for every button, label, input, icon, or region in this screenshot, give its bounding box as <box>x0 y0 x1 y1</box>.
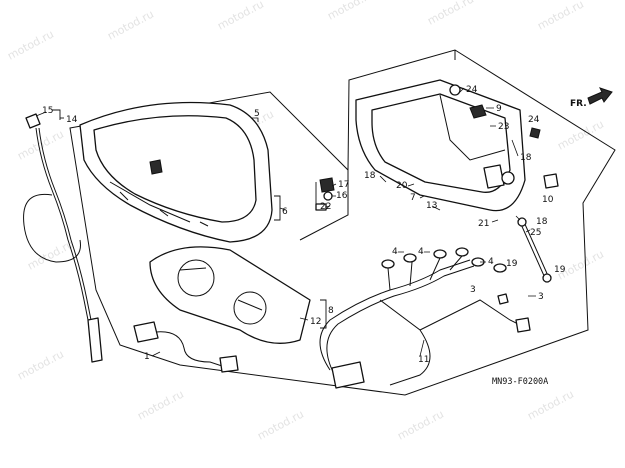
callout-10: 10 <box>542 195 554 205</box>
watermark-text: motod.ru <box>325 0 376 23</box>
callout-24-right: 24 <box>528 115 540 125</box>
callout-18-right: 18 <box>520 153 532 163</box>
callout-5: 5 <box>254 109 260 119</box>
callout-20: 20 <box>396 181 408 191</box>
callout-16: 16 <box>336 191 348 201</box>
callout-25: 25 <box>530 228 541 238</box>
watermark-text: motod.ru <box>215 0 266 33</box>
callout-24-top: 24 <box>466 85 478 95</box>
sub-harness <box>133 321 239 373</box>
callout-3-b: 3 <box>538 292 544 302</box>
meter-panel <box>149 246 311 344</box>
callout-13: 13 <box>426 201 437 211</box>
callout-21: 21 <box>478 219 489 229</box>
callout-11: 11 <box>418 355 429 365</box>
bulb-10 <box>543 173 559 189</box>
callout-14: 14 <box>66 115 78 125</box>
watermark-text: motod.ru <box>15 347 66 382</box>
callout-19-left: 19 <box>506 259 518 269</box>
watermark-text: motod.ru <box>135 387 186 422</box>
callout-7: 7 <box>410 193 416 203</box>
meter-cover <box>79 101 273 243</box>
callout-brackets <box>35 87 536 357</box>
callout-15: 15 <box>42 106 53 116</box>
callout-3-a: 3 <box>470 285 476 295</box>
callout-17: 17 <box>338 180 349 190</box>
callout-19-right: 19 <box>554 265 566 275</box>
meter-case <box>355 79 526 212</box>
front-arrow: FR. <box>570 87 613 109</box>
watermark-text: motod.ru <box>15 127 66 162</box>
watermark-text: motod.ru <box>105 7 156 42</box>
watermark-text: motod.ru <box>525 387 576 422</box>
callout-6: 6 <box>282 207 288 217</box>
callout-labels: 15 14 5 6 17 16 22 24 9 23 18 24 10 18 2… <box>42 85 566 365</box>
watermark-text: motod.ru <box>25 237 76 272</box>
callout-4-a: 4 <box>392 247 398 257</box>
speedometer-cable <box>23 113 103 363</box>
front-marker-label: FR. <box>570 99 587 109</box>
watermark-text: motod.ru <box>255 407 306 442</box>
callout-1: 1 <box>144 352 150 362</box>
clip-24 <box>529 127 541 139</box>
watermark-text: motod.ru <box>535 0 586 33</box>
callout-9: 9 <box>496 104 502 114</box>
callout-12: 12 <box>310 317 321 327</box>
wire-harness <box>319 255 531 389</box>
callout-22: 22 <box>320 202 331 212</box>
callout-4-b: 4 <box>418 247 424 257</box>
callout-18-bottom: 18 <box>536 217 548 227</box>
bulb-sockets <box>381 247 507 273</box>
callout-8: 8 <box>328 306 334 316</box>
watermark-text: motod.ru <box>5 27 56 62</box>
cover-screws <box>315 177 335 211</box>
diagram-code: MN93-F0200A <box>492 377 548 387</box>
callout-23: 23 <box>498 122 509 132</box>
watermark-text: motod.ru <box>395 407 446 442</box>
watermark-text: motod.ru <box>555 117 606 152</box>
callout-4-c: 4 <box>488 257 494 267</box>
callout-18-left: 18 <box>364 171 376 181</box>
assembly-outline-inner <box>299 50 456 241</box>
assembly-outline <box>69 49 616 396</box>
watermark-text: motod.ru <box>425 0 476 28</box>
